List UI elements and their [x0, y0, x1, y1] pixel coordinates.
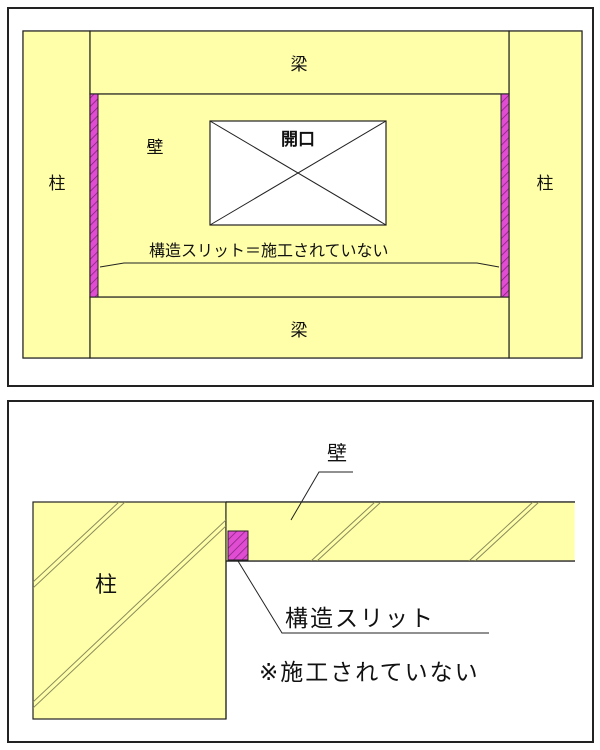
- left-structural-slit: [89, 93, 99, 298]
- column-hatch: [33, 502, 226, 709]
- plan-wall: [226, 502, 575, 561]
- plan-slit-label: 構造スリット: [285, 606, 435, 632]
- plan-wall-label: 壁: [327, 441, 347, 465]
- slit-leader-line: [99, 262, 500, 268]
- wall-label: 壁: [147, 138, 164, 158]
- bottom-beam-label: 梁: [291, 321, 308, 341]
- right-column-label: 柱: [537, 174, 554, 194]
- plan-note-label: ※施工されていない: [259, 660, 480, 686]
- top-beam: [89, 30, 510, 95]
- left-column: [22, 30, 91, 359]
- opening-cross-line-2: [209, 120, 387, 226]
- plan-drawing: 壁 柱 構造スリット ※施工されていない: [32, 441, 575, 720]
- right-column: [508, 30, 583, 359]
- left-column-label: 柱: [49, 174, 66, 194]
- plan-panel: 壁 柱 構造スリット ※施工されていない: [7, 400, 594, 743]
- slit-callout-label: 構造スリット＝施工されていない: [149, 241, 389, 260]
- wall-leader-line: [290, 471, 353, 521]
- slit-leader-line: [237, 560, 489, 634]
- opening-label: 開口: [281, 130, 315, 150]
- elevation-panel: 梁 梁 柱 柱 壁 開口 構造スリット＝施工されていない: [7, 7, 594, 387]
- plan-column-label: 柱: [95, 573, 117, 598]
- top-beam-label: 梁: [291, 55, 308, 75]
- right-structural-slit: [500, 93, 510, 298]
- elevation-drawing: 梁 梁 柱 柱 壁 開口 構造スリット＝施工されていない: [22, 30, 583, 359]
- plan-structural-slit: [227, 530, 249, 561]
- wall-hatch: [310, 502, 540, 561]
